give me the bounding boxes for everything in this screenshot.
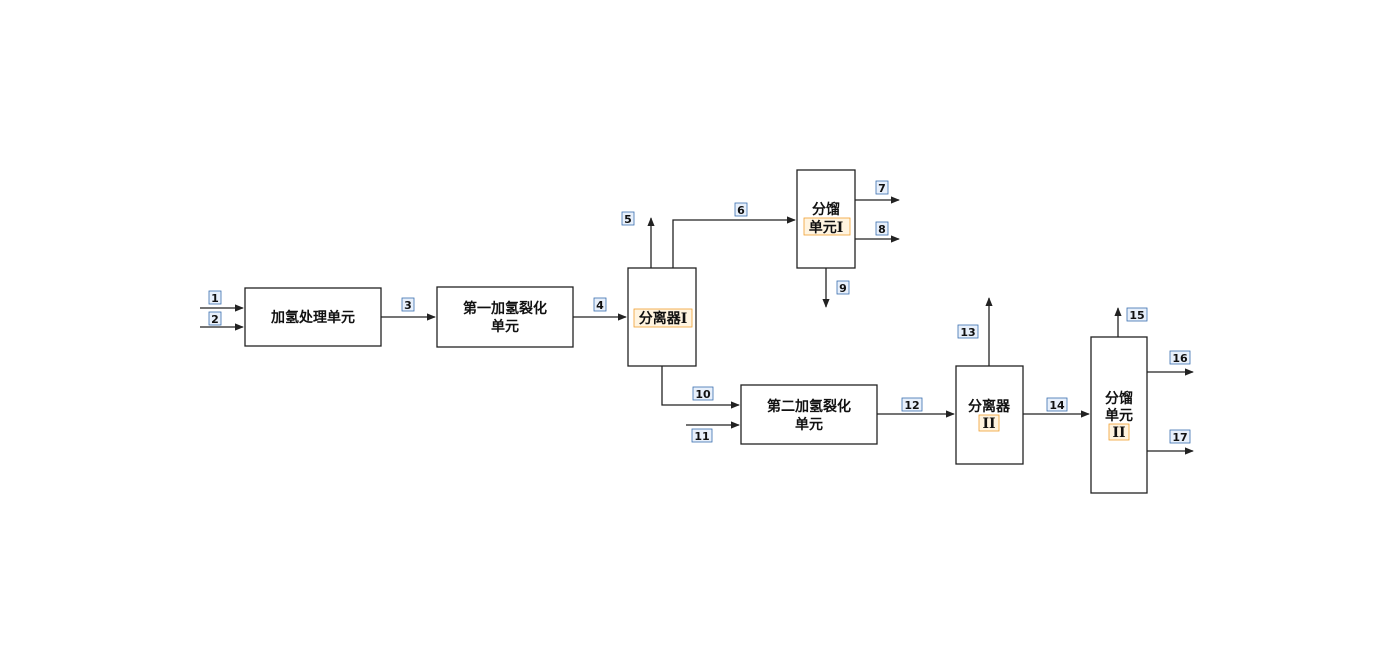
svg-text:1: 1	[211, 292, 219, 305]
unit-first-hydrocracking: 第一加氢裂化 单元	[437, 287, 573, 347]
unit-hydrotreating-label: 加氢处理单元	[270, 309, 355, 326]
stream-tag-6: 6	[735, 203, 747, 217]
svg-text:3: 3	[404, 299, 412, 312]
stream-tag-5: 5	[622, 212, 634, 226]
stream-tag-2: 2	[209, 312, 221, 326]
stream-tag-1: 1	[209, 291, 221, 305]
unit-first-hydrocracking-label-line2: 单元	[491, 318, 519, 335]
unit-fractionation-1: 分馏 单元I	[797, 170, 855, 268]
stream-tag-3: 3	[402, 298, 414, 312]
svg-text:7: 7	[878, 182, 886, 195]
unit-second-hydrocracking-label-line2: 单元	[795, 416, 823, 433]
stream-tag-13: 13	[958, 325, 978, 339]
unit-fractionation-1-label-line2: 单元I	[809, 219, 844, 236]
unit-first-hydrocracking-label-line1: 第一加氢裂化	[463, 300, 547, 317]
stream-tag-12: 12	[902, 398, 922, 412]
stream-tag-9: 9	[837, 281, 849, 295]
svg-text:2: 2	[211, 313, 219, 326]
stream-tag-7: 7	[876, 181, 888, 195]
unit-separator-1: 分离器I	[628, 268, 696, 366]
unit-separator-2-label-line2: II	[982, 416, 995, 432]
unit-fractionation-2-label-line3: II	[1112, 425, 1125, 441]
unit-separator-1-label: 分离器I	[639, 310, 688, 327]
stream-tag-4: 4	[594, 298, 606, 312]
svg-text:10: 10	[695, 388, 711, 401]
svg-text:11: 11	[694, 430, 709, 443]
stream-line-6	[673, 220, 795, 268]
stream-tag-8: 8	[876, 222, 888, 236]
svg-text:14: 14	[1049, 399, 1065, 412]
stream-tag-11: 11	[692, 429, 712, 443]
unit-separator-2: 分离器 II	[956, 366, 1023, 464]
svg-text:8: 8	[878, 223, 886, 236]
unit-separator-2-label-line1: 分离器	[968, 398, 1011, 415]
svg-text:13: 13	[960, 326, 975, 339]
svg-text:17: 17	[1172, 431, 1187, 444]
svg-text:4: 4	[596, 299, 604, 312]
svg-text:5: 5	[624, 213, 632, 226]
stream-tag-16: 16	[1170, 351, 1190, 365]
svg-text:9: 9	[839, 282, 847, 295]
stream-tag-10: 10	[693, 387, 713, 401]
unit-second-hydrocracking-label-line1: 第二加氢裂化	[767, 398, 851, 415]
stream-tag-15: 15	[1127, 308, 1147, 322]
stream-tag-14: 14	[1047, 398, 1067, 412]
unit-fractionation-1-label-line1: 分馏	[812, 201, 840, 218]
unit-fractionation-2: 分馏 单元 II	[1091, 337, 1147, 493]
unit-hydrotreating: 加氢处理单元	[245, 288, 381, 346]
unit-fractionation-2-label-line2: 单元	[1105, 407, 1133, 424]
stream-tag-17: 17	[1170, 430, 1190, 444]
unit-fractionation-2-label-line1: 分馏	[1105, 390, 1133, 407]
svg-text:15: 15	[1129, 309, 1144, 322]
svg-text:12: 12	[904, 399, 919, 412]
unit-second-hydrocracking: 第二加氢裂化 单元	[741, 385, 877, 444]
svg-text:16: 16	[1172, 352, 1188, 365]
svg-text:6: 6	[737, 204, 745, 217]
